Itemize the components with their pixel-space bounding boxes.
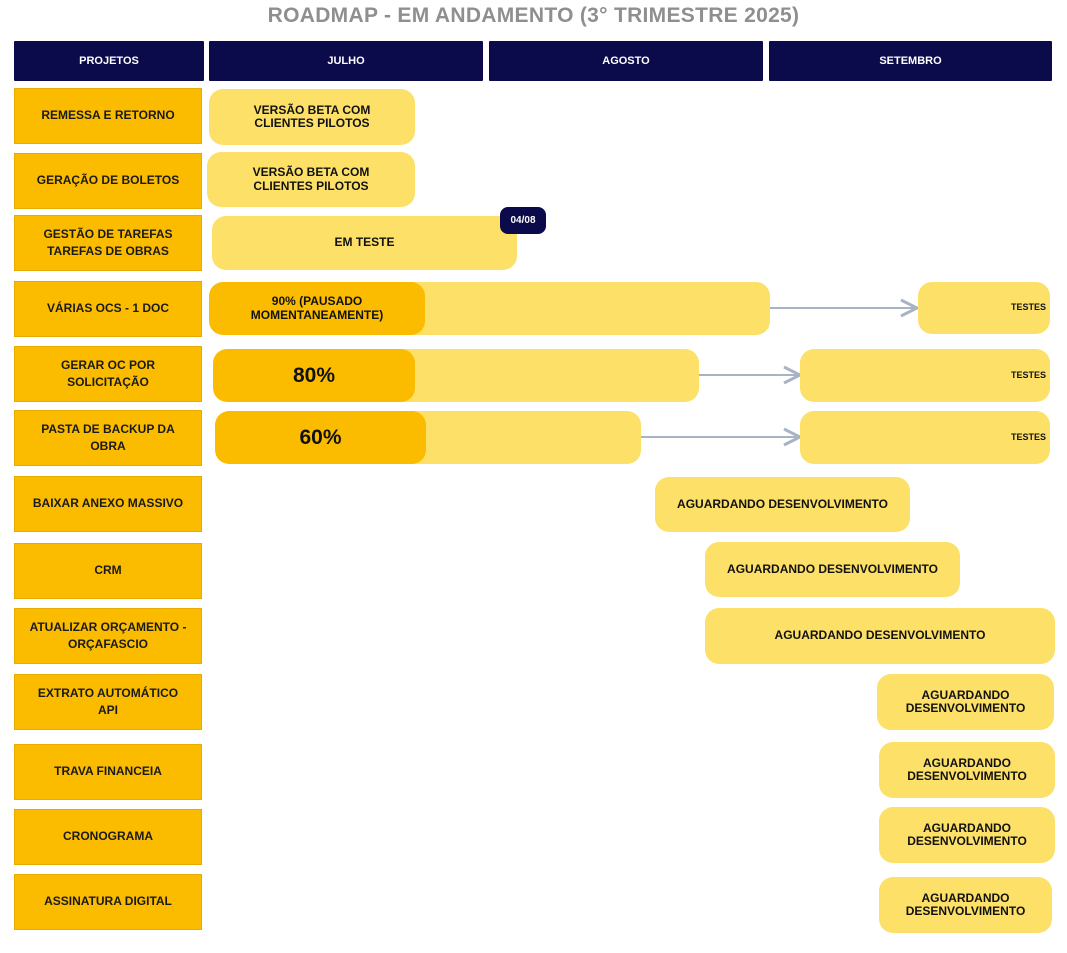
project-baixar-anexo: BAIXAR ANEXO MASSIVO [14,476,202,532]
project-gerar-oc: GERAR OC POR SOLICITAÇÃO [14,346,202,402]
bar-varias-ocs-track: 90% (PAUSADO MOMENTANEAMENTE) [209,282,770,335]
bar-pasta-backup-testes: TESTES [800,411,1050,464]
project-varias-ocs: VÁRIAS OCS - 1 DOC [14,281,202,337]
bar-boletos-beta: VERSÃO BETA COM CLIENTES PILOTOS [207,152,415,207]
bar-extrato: AGUARDANDO DESENVOLVIMENTO [877,674,1054,730]
project-remessa-retorno: REMESSA E RETORNO [14,88,202,144]
page-title: ROADMAP - EM ANDAMENTO (3° TRIMESTRE 202… [267,4,800,27]
bar-cronograma: AGUARDANDO DESENVOLVIMENTO [879,807,1055,863]
header-projects: PROJETOS [14,41,204,81]
progress-pasta-backup: 60% [215,411,426,464]
bar-baixar-anexo: AGUARDANDO DESENVOLVIMENTO [655,477,910,532]
date-badge: 04/08 [500,207,546,234]
header-month-july: JULHO [209,41,483,81]
progress-gerar-oc: 80% [213,349,415,402]
project-cronograma: CRONOGRAMA [14,809,202,865]
project-pasta-backup: PASTA DE BACKUP DA OBRA [14,410,202,466]
project-trava-financeira: TRAVA FINANCEIA [14,744,202,800]
bar-trava: AGUARDANDO DESENVOLVIMENTO [879,742,1055,798]
bar-assinatura: AGUARDANDO DESENVOLVIMENTO [879,877,1052,933]
bar-gerar-oc-track: 80% [213,349,699,402]
project-gestao-tarefas: GESTÃO DE TAREFAS TAREFAS DE OBRAS [14,215,202,271]
bar-tarefas-em-teste: EM TESTE [212,216,517,270]
bar-orcafascio: AGUARDANDO DESENVOLVIMENTO [705,608,1055,664]
project-crm: CRM [14,543,202,599]
header-month-august: AGOSTO [489,41,763,81]
progress-varias-ocs: 90% (PAUSADO MOMENTANEAMENTE) [209,282,425,335]
bar-gerar-oc-testes: TESTES [800,349,1050,402]
bar-varias-ocs-testes: TESTES [918,282,1050,334]
project-extrato-automatico: EXTRATO AUTOMÁTICO API [14,674,202,730]
project-atualizar-orcamento: ATUALIZAR ORÇAMENTO - ORÇAFASCIO [14,608,202,664]
bar-remessa-beta: VERSÃO BETA COM CLIENTES PILOTOS [209,89,415,145]
bar-crm: AGUARDANDO DESENVOLVIMENTO [705,542,960,597]
header-month-september: SETEMBRO [769,41,1052,81]
project-assinatura-digital: ASSINATURA DIGITAL [14,874,202,930]
bar-pasta-backup-track: 60% [215,411,641,464]
project-geracao-boletos: GERAÇÃO DE BOLETOS [14,153,202,209]
